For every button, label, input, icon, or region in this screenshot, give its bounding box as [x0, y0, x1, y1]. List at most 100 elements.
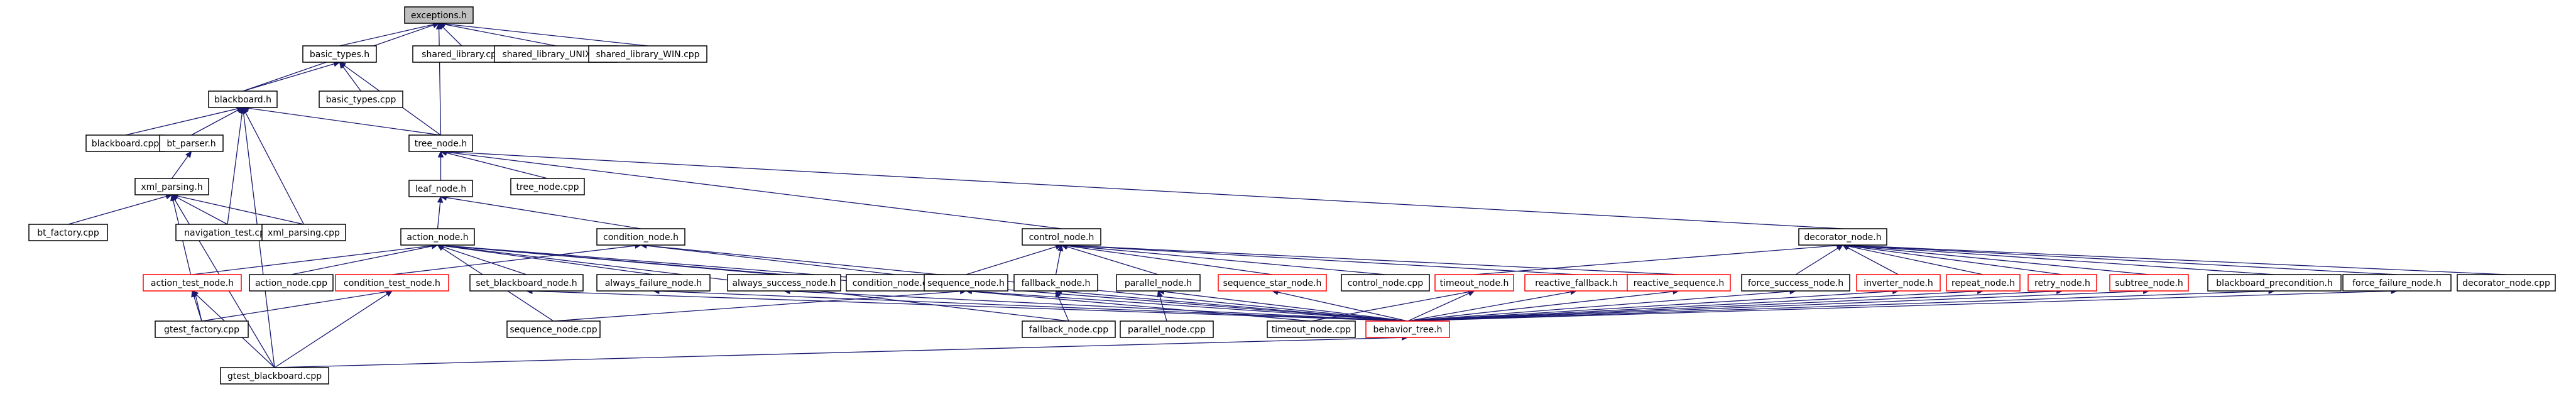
- node-force-success-node-h[interactable]: force_success_node.h: [1741, 274, 1850, 292]
- node-sequence-node-cpp[interactable]: sequence_node.cpp: [506, 320, 601, 338]
- node-set-blackboard-node-h[interactable]: set_blackboard_node.h: [469, 274, 584, 292]
- node-label: shared_library.cpp: [422, 50, 502, 60]
- edge-gtest-blackboard-cpp-to-condition-test-node-h: [274, 293, 388, 368]
- edge-arrowhead: [1057, 244, 1064, 252]
- node-label: set_blackboard_node.h: [476, 278, 577, 288]
- edge-control-node-h-to-tree-node-h: [446, 151, 1062, 229]
- node-blackboard-cpp[interactable]: blackboard.cpp: [85, 134, 165, 152]
- node-retry-node-h[interactable]: retry_node.h: [2028, 274, 2097, 292]
- node-condition-test-node-h[interactable]: condition_test_node.h: [335, 274, 449, 292]
- node-reactive-fallback-h[interactable]: reactive_fallback.h: [1524, 274, 1629, 292]
- node-sequence-star-node-h[interactable]: sequence_star_node.h: [1218, 274, 1327, 292]
- node-box: [2457, 274, 2556, 292]
- node-action-test-node-h[interactable]: action_test_node.h: [143, 274, 242, 292]
- edge-behavior-tree-h-to-set-blackboard-node-h: [532, 290, 1408, 322]
- node-xml-parsing-cpp[interactable]: xml_parsing.cpp: [261, 224, 346, 241]
- node-basic-types-cpp[interactable]: basic_types.cpp: [319, 90, 403, 108]
- node-box: [335, 274, 449, 292]
- node-shared-library-win-cpp[interactable]: shared_library_WIN.cpp: [588, 45, 707, 63]
- node-reactive-sequence-h[interactable]: reactive_sequence.h: [1627, 274, 1731, 292]
- node-control-node-h[interactable]: control_node.h: [1022, 228, 1101, 246]
- edge-gtest-factory-cpp-to-xml-parsing-h: [172, 200, 202, 322]
- node-box: [1022, 228, 1101, 246]
- node-bt-parser-h[interactable]: bt_parser.h: [159, 134, 224, 152]
- edge-arrowhead: [435, 22, 442, 30]
- node-gtest-factory-cpp[interactable]: gtest_factory.cpp: [155, 320, 249, 338]
- edge-sequence-star-node-h-to-control-node-h: [1067, 245, 1273, 275]
- node-label: exceptions.h: [411, 11, 467, 21]
- node-leaf-node-h[interactable]: leaf_node.h: [408, 180, 473, 197]
- node-label: bt_factory.cpp: [37, 228, 99, 238]
- node-blackboard-h[interactable]: blackboard.h: [208, 90, 278, 108]
- node-xml-parsing-h[interactable]: xml_parsing.h: [134, 178, 209, 195]
- node-tree-node-cpp[interactable]: tree_node.cpp: [510, 178, 585, 195]
- node-subtree-node-h[interactable]: subtree_node.h: [2109, 274, 2189, 292]
- node-fallback-node-h[interactable]: fallback_node.h: [1013, 274, 1098, 292]
- node-inverter-node-h[interactable]: inverter_node.h: [1856, 274, 1941, 292]
- node-label: shared_library_WIN.cpp: [596, 50, 699, 60]
- edge-arrowhead: [1836, 244, 1844, 251]
- edge-behavior-tree-h-to-force-success-node-h: [1407, 291, 1791, 322]
- node-behavior-tree-h[interactable]: behavior_tree.h: [1365, 320, 1450, 338]
- node-sequence-node-h[interactable]: sequence_node.h: [924, 274, 1008, 292]
- node-bt-factory-cpp[interactable]: bt_factory.cpp: [28, 224, 108, 241]
- node-label: reactive_sequence.h: [1634, 278, 1724, 288]
- edge-shared-library-unix-cpp-to-exceptions-h: [444, 24, 557, 46]
- node-exceptions-h[interactable]: exceptions.h: [404, 6, 474, 24]
- node-always-success-node-h[interactable]: always_success_node.h: [727, 274, 841, 292]
- edge-blackboard-cpp-to-blackboard-h: [125, 108, 237, 136]
- node-label: control_node.cpp: [1348, 278, 1424, 288]
- edge-behavior-tree-h-to-repeat-node-h: [1407, 290, 1978, 322]
- node-label: decorator_node.cpp: [2462, 278, 2550, 288]
- node-label: shared_library_UNIX.cpp: [502, 50, 609, 60]
- node-timeout-node-h[interactable]: timeout_node.h: [1434, 274, 1514, 292]
- node-blackboard-precondition-h[interactable]: blackboard_precondition.h: [2207, 274, 2342, 292]
- edge-arrowhead: [385, 290, 393, 297]
- edge-always-failure-node-h-to-action-node-h: [443, 245, 654, 275]
- node-box: [510, 178, 585, 195]
- node-action-node-h[interactable]: action_node.h: [400, 228, 475, 246]
- node-label: blackboard.cpp: [92, 139, 160, 149]
- node-box: [220, 367, 329, 385]
- node-label: parallel_node.cpp: [1128, 325, 1206, 335]
- edge-tree-node-h-to-blackboard-h: [248, 107, 441, 136]
- edge-behavior-tree-h-to-timeout-node-h: [1407, 293, 1470, 322]
- node-repeat-node-h[interactable]: repeat_node.h: [1946, 274, 2021, 292]
- node-always-failure-node-h[interactable]: always_failure_node.h: [596, 274, 711, 292]
- node-control-node-cpp[interactable]: control_node.cpp: [1341, 274, 1430, 292]
- edge-sequence-node-h-to-control-node-h: [966, 246, 1057, 275]
- edge-behavior-tree-h-to-blackboard-precondition-h: [1407, 290, 2269, 322]
- edge-gtest-factory-cpp-to-condition-test-node-h: [201, 291, 387, 322]
- edge-fallback-node-cpp-to-fallback-node-h: [1057, 296, 1069, 322]
- edge-condition-test-node-h-to-condition-node-h: [391, 245, 636, 275]
- node-label: leaf_node.h: [415, 184, 466, 194]
- node-basic-types-h[interactable]: basic_types.h: [302, 45, 377, 63]
- edge-xml-parsing-h-to-bt-parser-h: [171, 155, 188, 179]
- edge-reactive-fallback-h-to-control-node-h: [1067, 244, 1577, 275]
- node-timeout-node-cpp[interactable]: timeout_node.cpp: [1267, 320, 1356, 338]
- node-box: [1120, 320, 1214, 338]
- node-decorator-node-cpp[interactable]: decorator_node.cpp: [2457, 274, 2556, 292]
- node-parallel-node-h[interactable]: parallel_node.h: [1116, 274, 1201, 292]
- node-tree-node-h[interactable]: tree_node.h: [408, 134, 473, 152]
- node-box: [319, 90, 403, 108]
- node-box: [1267, 320, 1356, 338]
- node-box: [588, 45, 707, 63]
- edge-navigation-test-cpp-to-blackboard-h: [227, 112, 243, 225]
- node-action-node-cpp[interactable]: action_node.cpp: [249, 274, 334, 292]
- node-decorator-node-h[interactable]: decorator_node.h: [1798, 228, 1887, 246]
- edge-arrowhead: [437, 150, 444, 158]
- node-force-failure-node-h[interactable]: force_failure_node.h: [2342, 274, 2452, 292]
- node-fallback-node-cpp[interactable]: fallback_node.cpp: [1022, 320, 1116, 338]
- node-box: [408, 180, 473, 197]
- node-label: repeat_node.h: [1951, 278, 2015, 288]
- node-gtest-blackboard-cpp[interactable]: gtest_blackboard.cpp: [220, 367, 329, 385]
- node-label: sequence_node.h: [927, 278, 1005, 288]
- node-label: fallback_node.h: [1022, 278, 1091, 288]
- node-condition-node-h[interactable]: condition_node.h: [596, 228, 685, 246]
- node-box: [924, 274, 1008, 292]
- edge-condition-node-cpp-to-condition-node-h: [646, 245, 896, 275]
- node-box: [134, 178, 209, 195]
- edge-decorator-node-h-to-tree-node-h: [446, 151, 1843, 229]
- node-parallel-node-cpp[interactable]: parallel_node.cpp: [1120, 320, 1214, 338]
